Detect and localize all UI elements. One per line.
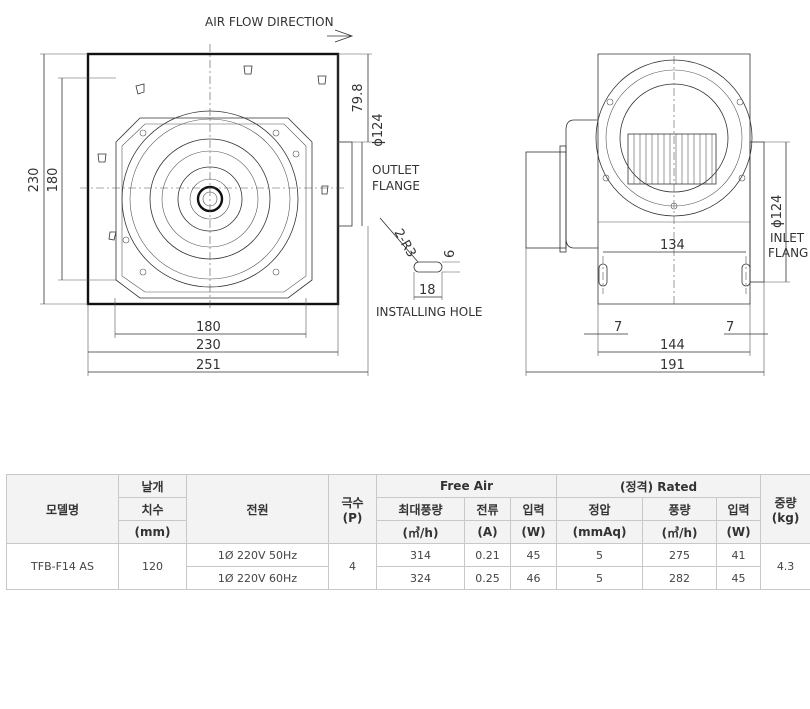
col-static: 정압 — [556, 497, 644, 521]
blade-mark — [317, 75, 327, 85]
motor-body — [565, 119, 598, 249]
blade-mark — [243, 65, 253, 75]
dim-134: 134 — [660, 238, 685, 253]
dim-18: 18 — [419, 283, 436, 298]
col-blade-unit: (mm) — [118, 520, 187, 544]
max-flow-cell: 324 — [376, 566, 465, 590]
power-cell: 1Ø 220V 60Hz — [186, 566, 329, 590]
front-view: AIR FLOW DIRECTION — [27, 15, 482, 376]
static-cell: 5 — [556, 543, 644, 567]
blade-mark — [321, 185, 329, 195]
col-input: 입력 — [509, 497, 558, 521]
flow-cell: 275 — [642, 543, 718, 567]
power-cell: 1Ø 220V 50Hz — [186, 543, 329, 567]
rated-input-cell: 41 — [716, 543, 762, 567]
installing-hole-label: INSTALLING HOLE — [376, 305, 482, 319]
dim-outlet-dia: ϕ124 — [371, 113, 386, 146]
outlet-flange — [337, 141, 353, 227]
model-cell: TFB-F14 AS — [6, 543, 119, 590]
spec-table: 모델명 날개 전원 극수 (P) Free Air (정격) Rated 중량 … — [6, 474, 810, 590]
dim-inlet-dia: ϕ124 — [770, 195, 785, 228]
dim-191: 191 — [660, 358, 685, 373]
poles-cell: 4 — [328, 543, 377, 590]
dim-180-horizontal: 180 — [196, 320, 221, 335]
current-cell: 0.25 — [464, 566, 511, 590]
bolt-hole — [139, 129, 147, 137]
bolt-hole — [139, 268, 147, 276]
technical-drawing: AIR FLOW DIRECTION — [27, 15, 808, 376]
installing-hole-slot — [413, 261, 443, 273]
flow-cell: 282 — [642, 566, 718, 590]
dim-251: 251 — [196, 358, 221, 373]
col-current-unit: (A) — [464, 520, 511, 544]
col-free-air: Free Air — [375, 474, 558, 498]
col-rated: (정격) Rated — [556, 474, 762, 498]
motor-plate — [115, 117, 313, 299]
blade-mark — [97, 153, 107, 163]
bolt-hole — [272, 268, 280, 276]
outlet-flange-label-2: FLANGE — [372, 179, 420, 193]
inlet-flange — [749, 141, 765, 283]
col-max-flow: 최대풍량 — [376, 497, 465, 521]
air-flow-arrow — [327, 29, 354, 43]
dim-79-8: 79.8 — [351, 84, 366, 113]
col-weight: 중량 (kg) — [760, 474, 810, 544]
col-current: 전류 — [464, 497, 511, 521]
col-poles: 극수 (P) — [328, 474, 377, 544]
input-cell: 45 — [509, 543, 558, 567]
weight-cell: 4.3 — [760, 543, 810, 590]
max-flow-cell: 314 — [376, 543, 465, 567]
col-flow-unit: (㎥/h) — [642, 520, 718, 544]
bolt-hole — [292, 150, 300, 158]
bolt-hole — [272, 129, 280, 137]
dim-180-vertical: 180 — [46, 168, 61, 193]
table-row: TFB-F14 AS 120 1Ø 220V 50Hz 4 314 0.21 4… — [6, 543, 810, 590]
blade-wheel — [627, 133, 717, 185]
side-view: 134 ϕ124 INLET FLANG 7 7 144 191 — [525, 53, 808, 376]
col-flow: 풍량 — [642, 497, 718, 521]
dim-2-r3: 2-R3 — [391, 227, 419, 261]
inlet-flange-label-2: FLANG — [768, 246, 808, 260]
col-model: 모델명 — [6, 474, 119, 544]
dim-7-left: 7 — [614, 320, 622, 335]
col-input-unit: (W) — [509, 520, 558, 544]
dim-144: 144 — [660, 338, 685, 353]
table-row: 1Ø 220V 60Hz 324 0.25 46 5 282 45 — [7, 566, 810, 590]
col-static-unit: (mmAq) — [556, 520, 644, 544]
inlet-flange-label-1: INLET — [770, 231, 805, 245]
blade-cell: 120 — [118, 543, 187, 590]
current-cell: 0.21 — [464, 543, 511, 567]
col-rated-input-unit: (W) — [716, 520, 762, 544]
col-rated-input: 입력 — [716, 497, 762, 521]
air-flow-label: AIR FLOW DIRECTION — [205, 15, 334, 29]
input-cell: 46 — [509, 566, 558, 590]
dim-7-right: 7 — [726, 320, 734, 335]
blade-mark — [135, 83, 145, 95]
static-cell: 5 — [556, 566, 644, 590]
dim-230-horizontal: 230 — [196, 338, 221, 353]
rated-input-cell: 45 — [716, 566, 762, 590]
dim-230-vertical: 230 — [27, 168, 42, 193]
dim-6: 6 — [443, 250, 458, 258]
col-power: 전원 — [186, 474, 329, 544]
bolt-hole — [122, 236, 130, 244]
blade-mark — [108, 231, 117, 241]
col-blade-mid: 치수 — [118, 497, 187, 521]
col-blade: 날개 — [118, 474, 187, 498]
col-max-flow-unit: (㎥/h) — [376, 520, 465, 544]
outlet-flange-label-1: OUTLET — [372, 163, 420, 177]
